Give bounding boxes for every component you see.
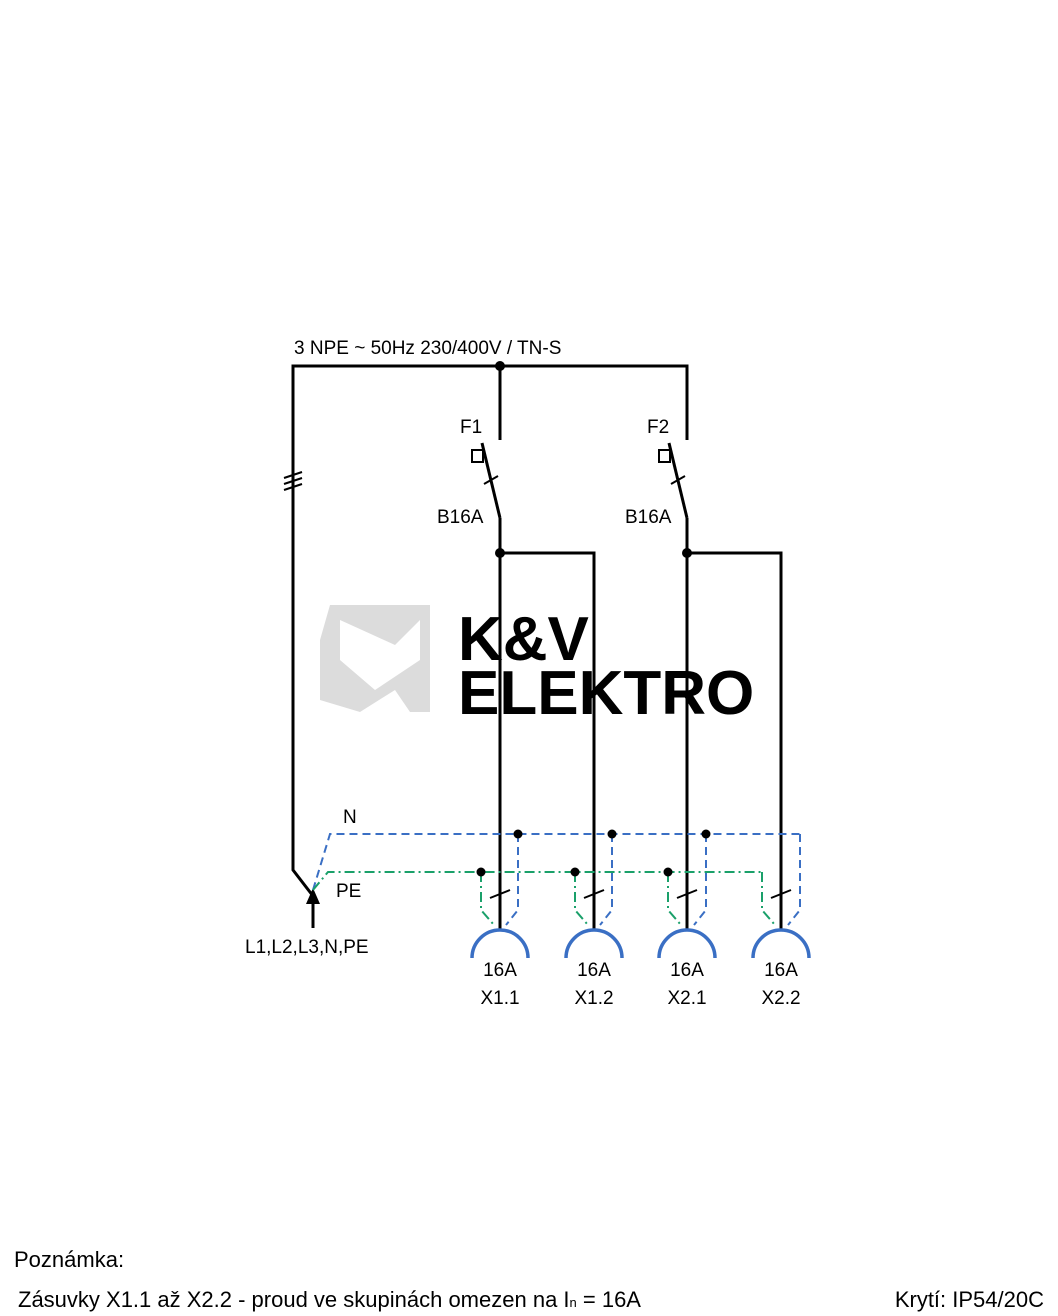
- socket-id-x12: X1.2: [574, 988, 613, 1009]
- f2-mark: [670, 475, 686, 485]
- junction-dot: [663, 867, 673, 877]
- socket-rating-x11: 16A: [483, 960, 517, 981]
- socket-rating-x21: 16A: [670, 960, 704, 981]
- f1-mark: [483, 475, 499, 485]
- breaker-rating-f1: B16A: [437, 507, 484, 528]
- phase-junctions: [495, 361, 692, 558]
- junction-dot: [495, 548, 505, 558]
- socket-ticks: [489, 889, 792, 899]
- note-text-main: Zásuvky X1.1 až X2.2 - proud ve skupinác…: [18, 1287, 570, 1312]
- cable-tick: [283, 483, 303, 491]
- neutral-drop-x11: [505, 834, 519, 926]
- pe-junctions: [476, 867, 673, 877]
- note-text: Zásuvky X1.1 až X2.2 - proud ve skupinác…: [18, 1287, 641, 1313]
- neutral-label: N: [343, 807, 357, 828]
- note-text-value: = 16A: [576, 1287, 641, 1312]
- watermark-line2: ELEKTRO: [458, 659, 754, 728]
- cable-tick: [283, 471, 303, 479]
- input-label: L1,L2,L3,N,PE: [245, 937, 369, 958]
- socket-id-x22: X2.2: [761, 988, 800, 1009]
- junction-dot: [701, 829, 711, 839]
- neutral-wiring: [312, 833, 801, 926]
- socket-rating-x12: 16A: [577, 960, 611, 981]
- cable-tick: [283, 477, 303, 485]
- junction-dot: [495, 361, 505, 371]
- junction-dot: [607, 829, 617, 839]
- junction-dot: [570, 867, 580, 877]
- f1-thermal-element: [471, 449, 484, 463]
- neutral-bus: [312, 833, 800, 891]
- junction-dot: [476, 867, 486, 877]
- supply-label: 3 NPE ~ 50Hz 230/400V / TN-S: [294, 338, 561, 359]
- junction-dot: [513, 829, 523, 839]
- pe-drop-x21: [667, 872, 682, 926]
- watermark-logo: K&V ELEKTRO: [320, 605, 754, 728]
- f1-branch-line: [500, 551, 596, 930]
- breaker-rating-f2: B16A: [625, 507, 672, 528]
- junction-dot: [682, 548, 692, 558]
- phase-wiring: [283, 364, 783, 930]
- neutral-drop-x12: [599, 834, 613, 926]
- neutral-drop-x22: [787, 834, 801, 926]
- socket-symbols: [470, 928, 811, 959]
- main-supply-line: [291, 364, 689, 897]
- pe-drop-x11: [480, 872, 495, 926]
- f2-thermal-element: [658, 449, 671, 463]
- neutral-junctions: [513, 829, 711, 839]
- socket-rating-x22: 16A: [764, 960, 798, 981]
- socket-id-x21: X2.1: [667, 988, 706, 1009]
- socket-id-x11: X1.1: [480, 988, 519, 1009]
- note-label: Poznámka:: [14, 1247, 125, 1272]
- protection-rating: Krytí: IP54/20C: [894, 1287, 1044, 1312]
- socket-symbol-x12: [564, 928, 624, 959]
- breaker-id-f1: F1: [460, 417, 482, 438]
- f2-branch-line: [687, 551, 783, 930]
- input-arrow: [306, 888, 320, 928]
- socket-symbol-x22: [751, 928, 811, 959]
- breaker-id-f2: F2: [647, 417, 669, 438]
- watermark-line1: K&V: [458, 605, 589, 674]
- neutral-drop-x21: [693, 834, 707, 926]
- note-text-subscript: n: [569, 1295, 577, 1310]
- pe-drop-x22: [761, 872, 776, 926]
- socket-symbol-x11: [470, 928, 530, 959]
- pe-drop-x12: [574, 872, 589, 926]
- pe-wiring: [312, 871, 776, 926]
- pe-bus: [312, 871, 762, 891]
- watermark-emblem: [320, 605, 430, 712]
- socket-symbol-x21: [657, 928, 717, 959]
- pe-label: PE: [336, 881, 361, 902]
